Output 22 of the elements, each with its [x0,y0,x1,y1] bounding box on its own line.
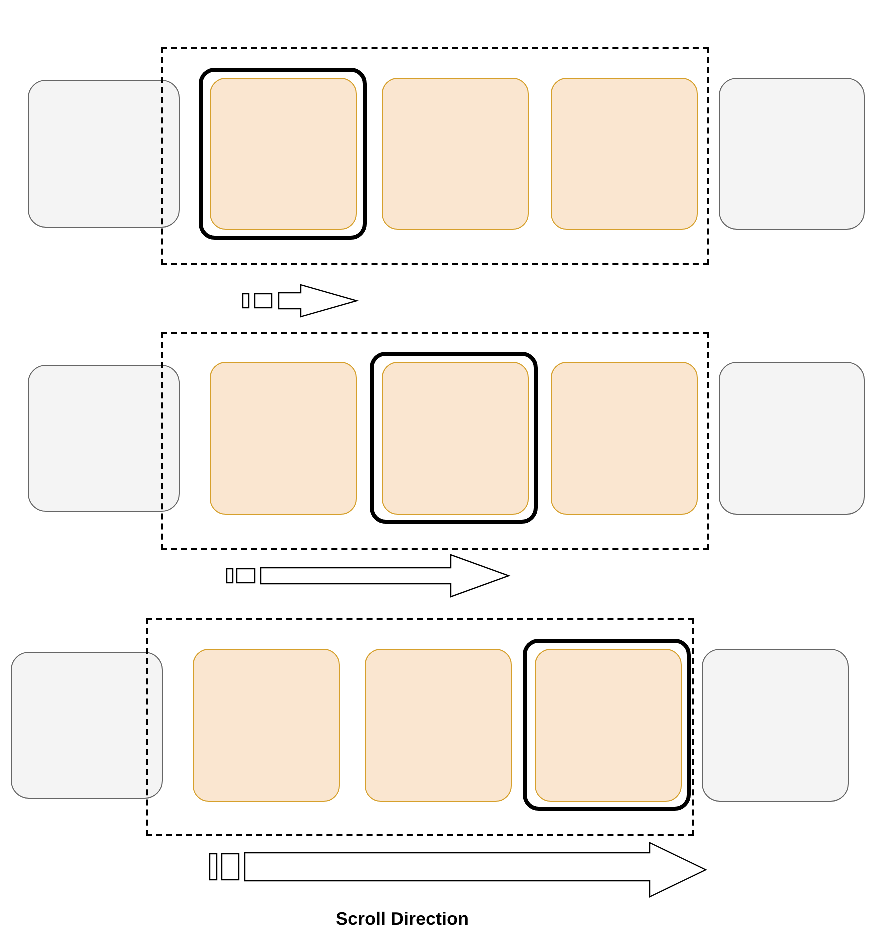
offscreen-card [28,80,180,228]
offscreen-card [28,365,180,512]
viewport-frame [146,618,694,836]
carousel-card [193,649,340,802]
carousel-card [535,649,682,802]
carousel-card [382,362,529,515]
viewport-frame [161,332,709,550]
offscreen-card [702,649,849,802]
offscreen-card [11,652,163,799]
carousel-card [551,78,698,230]
offscreen-card [719,78,865,230]
carousel-card [365,649,512,802]
offscreen-card [719,362,865,515]
selection-frame [199,68,367,240]
carousel-card [551,362,698,515]
carousel-card [210,78,357,230]
selection-frame [523,639,691,811]
carousel-card [210,362,357,515]
viewport-frame [161,47,709,265]
caption-text: Scroll Direction [336,909,470,930]
carousel-card [382,78,529,230]
selection-frame [370,352,538,524]
